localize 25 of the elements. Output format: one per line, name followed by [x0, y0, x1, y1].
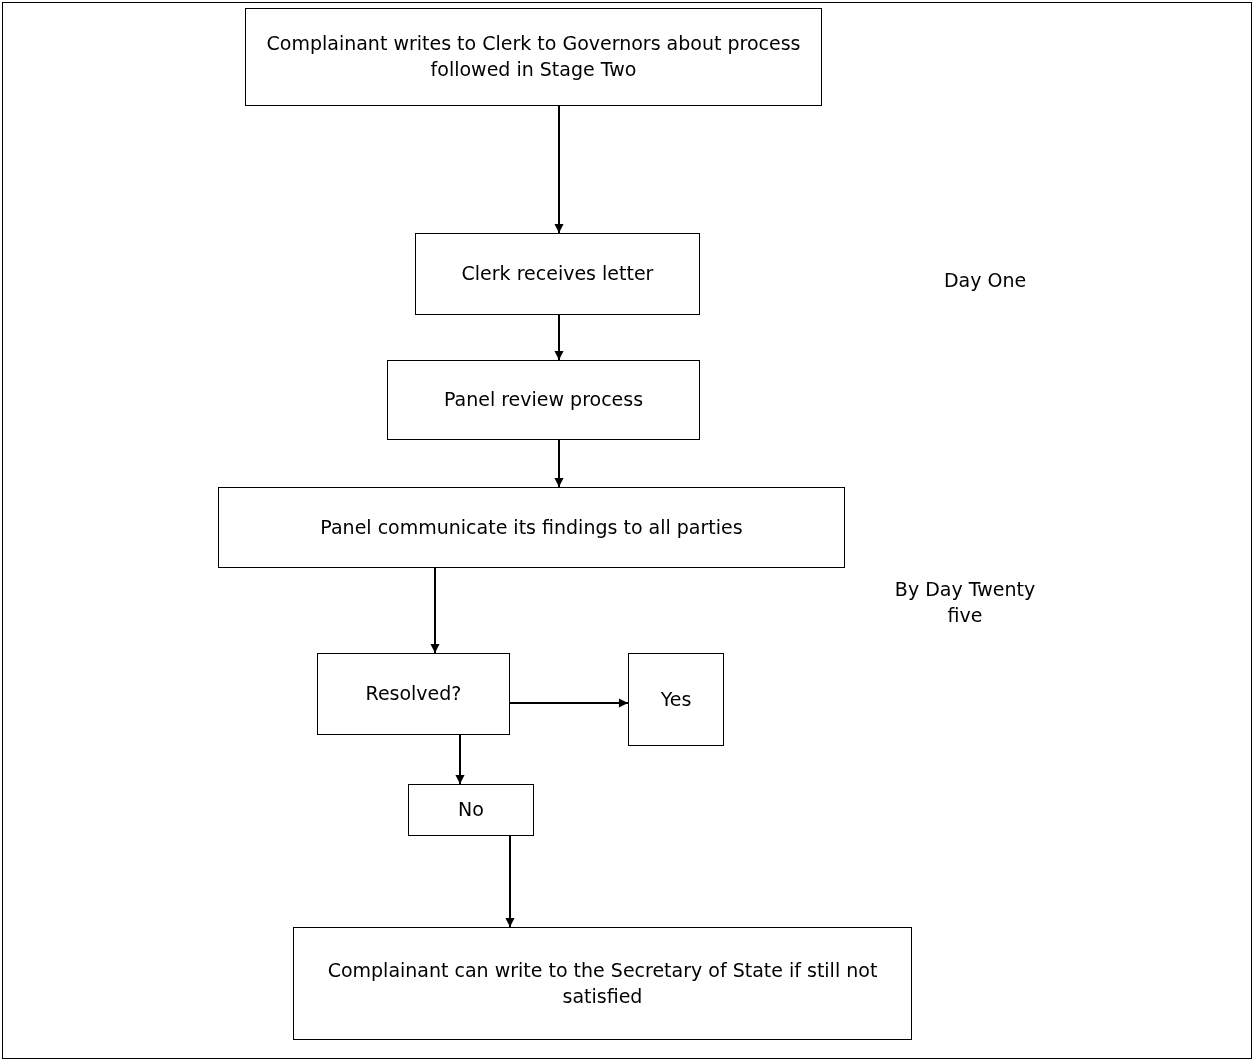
timing-note: By Day Twenty five: [893, 577, 1037, 628]
process-box: [293, 927, 912, 1040]
step-text: Resolved?: [365, 681, 462, 707]
step-text: Panel communicate its findings to all parties: [320, 514, 743, 540]
process-box: [408, 784, 534, 836]
step-text: Complainant writes to Clerk to Governors about process followed in Stage Two: [265, 31, 802, 82]
process-box: [415, 233, 700, 315]
arrow: [554, 105, 564, 234]
arrow: [554, 439, 564, 488]
process-box: [628, 653, 724, 746]
process-box: [317, 653, 510, 735]
process-box: [218, 487, 845, 568]
process-box: [387, 360, 700, 440]
step-text: No: [458, 797, 484, 823]
arrow: [554, 314, 564, 361]
arrow: [505, 835, 515, 928]
step-text: Clerk receives letter: [461, 261, 654, 287]
arrow: [430, 567, 440, 654]
process-box: [245, 8, 822, 106]
arrow: [509, 698, 629, 708]
arrow: [455, 734, 465, 785]
step-text: Yes: [660, 686, 692, 712]
timing-note: Day One: [942, 268, 1028, 293]
step-text: Panel review process: [443, 387, 644, 413]
step-text: Complainant can write to the Secretary of State if still not satisfied: [326, 957, 879, 1009]
